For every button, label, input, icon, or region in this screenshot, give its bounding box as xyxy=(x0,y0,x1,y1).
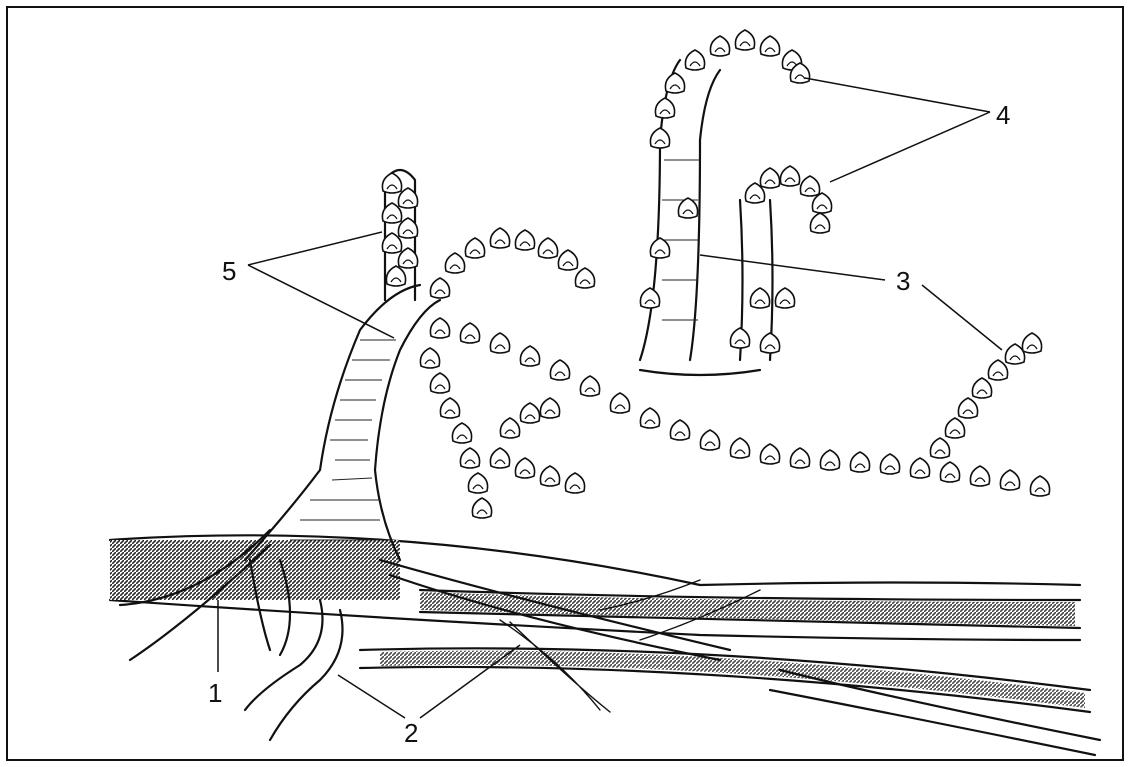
label-2: 2 xyxy=(404,718,418,748)
hooked-stem-short xyxy=(640,166,832,375)
label-5: 5 xyxy=(222,256,236,286)
label-4: 4 xyxy=(996,100,1010,130)
label-3: 3 xyxy=(896,266,910,296)
right-rising-cone xyxy=(930,333,1041,458)
cone-upright-left xyxy=(382,170,417,300)
main-stem xyxy=(245,285,440,560)
host-stems xyxy=(110,535,1100,755)
hooked-stem-tall xyxy=(640,30,810,360)
label-1: 1 xyxy=(208,678,222,708)
curved-branch-arc xyxy=(430,228,594,298)
